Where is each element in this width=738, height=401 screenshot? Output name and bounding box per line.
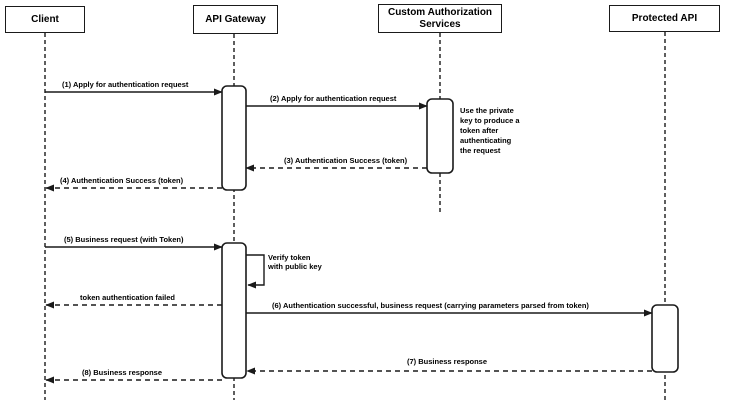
participant-api-gateway: API Gateway — [193, 5, 278, 34]
message-label-1: (1) Apply for authentication request — [62, 80, 189, 89]
activation-protected-api — [651, 304, 679, 373]
message-label-6: (6) Authentication successful, business … — [272, 301, 589, 310]
message-arrow-verify-token-self — [246, 254, 265, 289]
message-label-5: (5) Business request (with Token) — [64, 235, 184, 244]
note-use-private-key: Use the private key to produce a token a… — [460, 106, 520, 155]
activation-api-gateway-1 — [221, 85, 247, 191]
message-label-8: (8) Business response — [82, 368, 163, 377]
participant-api-gateway-label: API Gateway — [205, 13, 266, 25]
participant-client: Client — [5, 6, 85, 33]
message-label-3: (3) Authentication Success (token) — [284, 156, 408, 165]
activation-api-gateway-2 — [221, 242, 247, 379]
participant-protected-api-label: Protected API — [631, 12, 698, 24]
participant-client-label: Client — [31, 13, 59, 25]
message-label-7: (7) Business response — [407, 357, 488, 366]
participant-custom-authorization-services: Custom Authorization Services — [378, 4, 502, 33]
message-label-4: (4) Authentication Success (token) — [60, 176, 184, 185]
activation-custom-authorization-services — [426, 98, 454, 174]
participant-protected-api: Protected API — [609, 5, 720, 32]
participant-custom-authorization-services-label: Custom Authorization Services — [387, 6, 493, 30]
message-label-token-authentication-failed: token authentication failed — [80, 293, 176, 302]
message-label-2: (2) Apply for authentication request — [270, 94, 397, 103]
message-label-verify-token-self: Verify token with public key — [268, 253, 322, 271]
